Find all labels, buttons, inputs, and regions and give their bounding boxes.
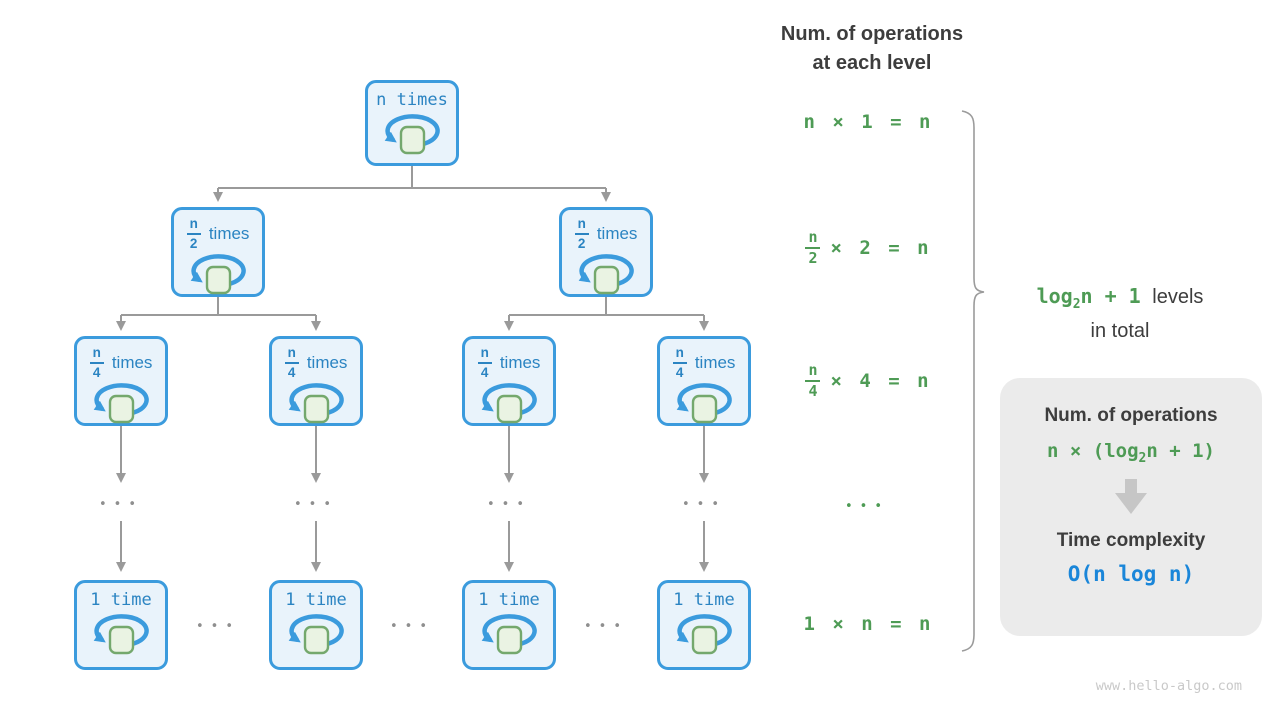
ellipsis-dots: ••• (681, 497, 726, 512)
levels-brace (961, 110, 985, 652)
complexity-value: O(n log n) (1067, 561, 1195, 586)
summary-title-operations: Num. of operations (1044, 405, 1218, 426)
loop-icon-graphic (288, 614, 344, 655)
equation-level-n: 1 × n = n (803, 613, 931, 635)
ellipsis-dots: ••• (486, 497, 531, 512)
tree-node-l4-3: 1 time (462, 580, 556, 670)
summary-panel: Num. of operations n × (log2n + 1) Time … (1000, 378, 1262, 636)
levels-annotation: log2n + 1 levels in total (1036, 284, 1204, 342)
node-label: 1 time (90, 590, 152, 610)
loop-icon (284, 379, 348, 432)
loop-icon-graphic (190, 254, 246, 295)
tree-edges (116, 166, 709, 572)
tree-node-l4-4: 1 time (657, 580, 751, 670)
ellipsis-dots: ••• (389, 619, 434, 634)
loop-icon-graphic (288, 383, 344, 424)
loop-icon (186, 250, 250, 303)
loop-icon-graphic (93, 614, 149, 655)
loop-icon (477, 379, 541, 432)
operations-column-header: Num. of operations at each level (780, 23, 964, 74)
loop-icon (380, 110, 444, 163)
loop-icon-graphic (578, 254, 634, 295)
ellipsis-dots: ••• (195, 619, 240, 634)
loop-icon (89, 610, 153, 663)
loop-icon-graphic (93, 383, 149, 424)
node-label: 1 time (478, 590, 540, 610)
equation-level-1: n × 1 = n (803, 111, 931, 133)
loop-icon-graphic (384, 114, 440, 155)
site-watermark: www.hello-algo.com (1095, 678, 1242, 694)
loop-icon (574, 250, 638, 303)
node-label: n times (376, 90, 448, 110)
ellipsis-dots: ••• (844, 499, 889, 514)
loop-icon-graphic (676, 614, 732, 655)
tree-node-root: n times (365, 80, 459, 166)
node-label: 1 time (673, 590, 735, 610)
summary-title-complexity: Time complexity (1056, 529, 1206, 551)
loop-icon (284, 610, 348, 663)
loop-icon-graphic (481, 614, 537, 655)
loop-icon (89, 379, 153, 432)
down-arrow-icon (1115, 478, 1147, 515)
node-label: 1 time (285, 590, 347, 610)
levels-formula: log2n + 1 (1036, 284, 1141, 312)
loop-icon (477, 610, 541, 663)
ellipsis-dots: ••• (98, 497, 143, 512)
loop-icon-graphic (676, 383, 732, 424)
ellipsis-dots: ••• (583, 619, 628, 634)
ellipsis-dots: ••• (293, 497, 338, 512)
loop-icon (672, 610, 736, 663)
operations-formula: n × (log2n + 1) (1047, 440, 1215, 466)
tree-node-l4-1: 1 time (74, 580, 168, 670)
tree-node-l4-2: 1 time (269, 580, 363, 670)
loop-icon-graphic (481, 383, 537, 424)
loop-icon (672, 379, 736, 432)
